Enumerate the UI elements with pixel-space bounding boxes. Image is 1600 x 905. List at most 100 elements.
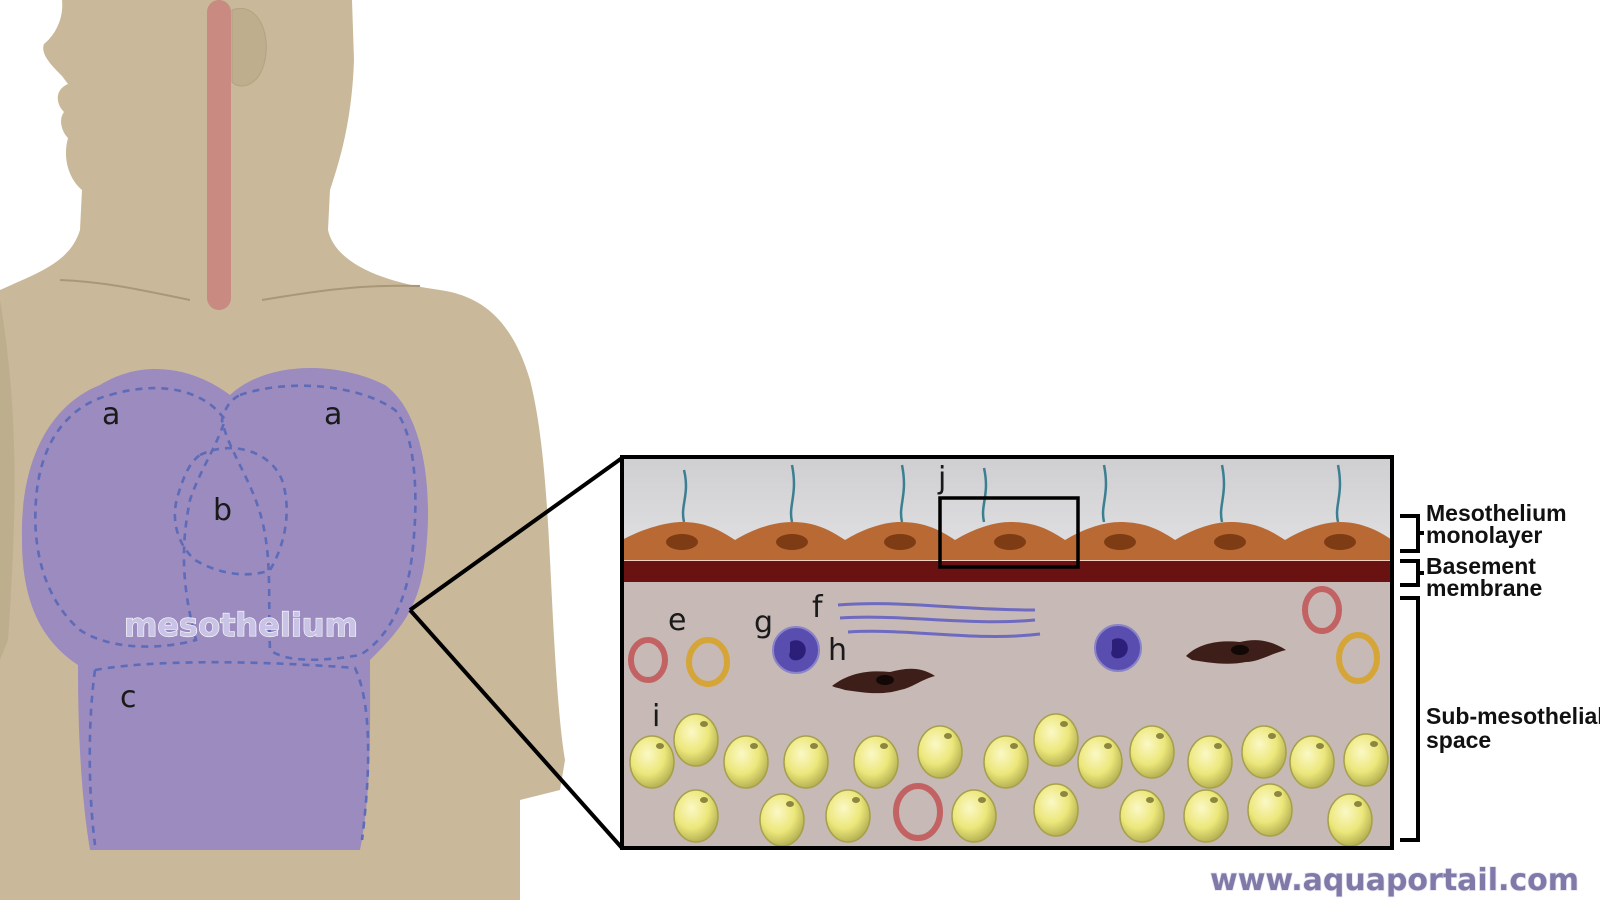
adipocyte-nucleus: [1274, 791, 1282, 797]
heart-outline: [173, 446, 288, 576]
adipocyte: [1241, 725, 1287, 779]
adipocyte-nucleus: [750, 743, 758, 749]
lung-right-outline: [220, 384, 417, 662]
adipocyte: [853, 735, 899, 789]
nucleus: [1214, 534, 1246, 550]
adipocytes: [629, 713, 1389, 847]
adipocyte: [1343, 733, 1389, 787]
adipocyte-nucleus: [1146, 797, 1154, 803]
adipocyte-nucleus: [1104, 743, 1112, 749]
collagen-fibres: [837, 602, 1041, 639]
adipocyte-nucleus: [1010, 743, 1018, 749]
adipocyte: [1119, 789, 1165, 843]
adipocyte: [825, 789, 871, 843]
layer-label-basement-line2: membrane: [1426, 575, 1542, 601]
vessel-red: [893, 783, 943, 841]
adipocyte: [1077, 735, 1123, 789]
adipocyte-nucleus: [1370, 741, 1378, 747]
label-mesothelium: mesothelium: [124, 606, 358, 644]
adipocyte-nucleus: [944, 733, 952, 739]
label-e: e: [668, 603, 686, 638]
adipocyte-nucleus: [700, 721, 708, 727]
adipocyte-nucleus: [1210, 797, 1218, 803]
label-lung-right: a: [324, 397, 342, 432]
adipocyte-nucleus: [1354, 801, 1362, 807]
adipocyte: [629, 735, 675, 789]
adipocyte-nucleus: [810, 743, 818, 749]
clavicle-right: [261, 284, 421, 301]
serous-cavity: [21, 368, 429, 850]
adipocyte: [1247, 783, 1293, 837]
ear: [231, 7, 267, 87]
nucleus: [776, 534, 808, 550]
adipocyte-nucleus: [852, 797, 860, 803]
label-i: i: [652, 699, 660, 734]
nucleus: [1104, 534, 1136, 550]
basement-membrane: [622, 560, 1392, 582]
adipocyte: [1327, 793, 1373, 847]
layer-label-submeso-line2: space: [1426, 727, 1491, 753]
adipocyte: [1033, 713, 1079, 767]
adipocyte: [951, 789, 997, 843]
tissue-inset: [622, 457, 1392, 847]
adipocyte: [1129, 725, 1175, 779]
lymphocyte: [772, 626, 820, 674]
adipocyte: [673, 713, 719, 767]
lymphocyte: [1094, 624, 1142, 672]
vessel-red: [628, 637, 668, 683]
adipocyte-nucleus: [1060, 721, 1068, 727]
adipocyte-nucleus: [1060, 791, 1068, 797]
layer-label-monolayer-line2: monolayer: [1426, 522, 1542, 548]
layer-label-monolayer-line1: Mesothelium: [1426, 500, 1567, 526]
nucleus: [994, 534, 1026, 550]
adipocyte: [723, 735, 769, 789]
vessel-gold: [686, 637, 730, 687]
adipocyte: [759, 793, 805, 847]
layer-brackets: [1400, 514, 1424, 842]
label-h: h: [828, 633, 847, 668]
adipocyte: [983, 735, 1029, 789]
adipocyte-nucleus: [656, 743, 664, 749]
vessels: [628, 586, 1380, 841]
adipocyte: [1183, 789, 1229, 843]
fibroblast: [832, 668, 935, 694]
label-j: j: [937, 461, 946, 496]
fibroblast: [1186, 640, 1286, 664]
adipocyte-nucleus: [880, 743, 888, 749]
label-f: f: [812, 590, 824, 625]
vessel-red: [1302, 586, 1342, 634]
adipocyte: [783, 735, 829, 789]
body-silhouette: a a b c mesothelium: [0, 0, 565, 900]
lung-left-outline: [34, 386, 227, 648]
nucleus: [884, 534, 916, 550]
adipocyte-nucleus: [1156, 733, 1164, 739]
adipocyte-nucleus: [1214, 743, 1222, 749]
layer-label-submeso-line1: Sub-mesothelial: [1426, 703, 1600, 729]
mesothelial-cells: [622, 522, 1392, 560]
arm-shadow: [0, 300, 15, 660]
watermark: www.aquaportail.com: [1210, 863, 1579, 898]
adipocyte-nucleus: [978, 797, 986, 803]
label-heart: b: [213, 493, 232, 528]
adipocyte: [1187, 735, 1233, 789]
adipocyte: [1033, 783, 1079, 837]
layer-label-basement-line1: Basement: [1426, 553, 1536, 579]
zoom-lines: [408, 456, 624, 850]
inset-frame: [620, 455, 1394, 850]
vessel-gold: [1336, 632, 1380, 684]
organ-outlines: [34, 384, 417, 846]
clavicle-left: [59, 279, 191, 301]
label-lung-left: a: [102, 397, 120, 432]
nucleus: [1324, 534, 1356, 550]
nucleus: [666, 534, 698, 550]
adipocyte: [673, 789, 719, 843]
adipocyte-nucleus: [1268, 733, 1276, 739]
adipocyte: [1289, 735, 1335, 789]
abdomen-outline: [88, 660, 370, 846]
detail-box-j: [938, 496, 1080, 569]
adipocyte-nucleus: [700, 797, 708, 803]
adipocyte: [917, 725, 963, 779]
label-abdomen: c: [120, 680, 137, 715]
